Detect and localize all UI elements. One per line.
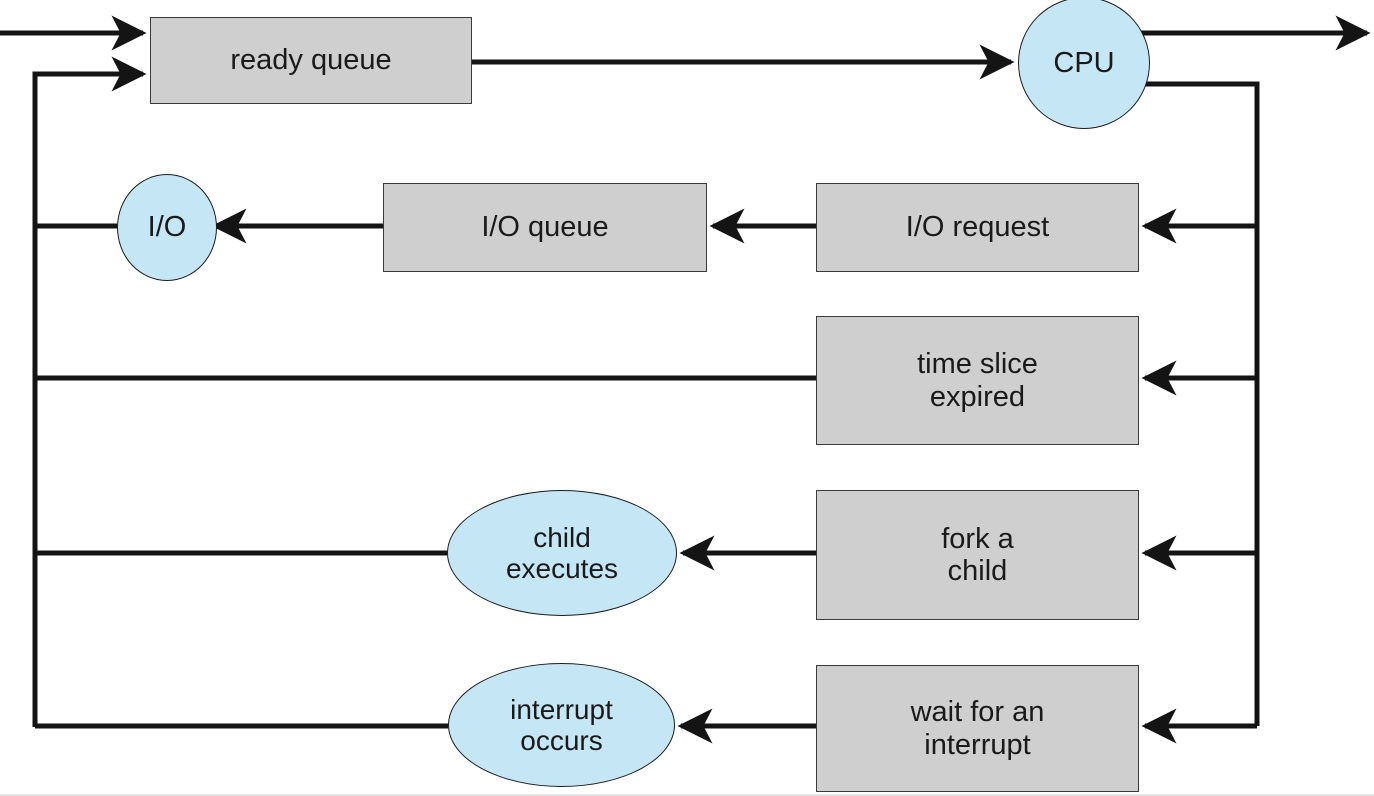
bottom-divider xyxy=(0,794,1374,796)
node-time-slice-expired[interactable]: time slice expired xyxy=(816,316,1139,445)
node-child-executes[interactable]: child executes xyxy=(447,490,677,616)
node-ready-queue-label: ready queue xyxy=(230,44,392,77)
node-time-slice-expired-label: time slice expired xyxy=(917,348,1038,413)
edge-cpu-to-right-spine xyxy=(1135,81,1260,726)
node-io-request[interactable]: I/O request xyxy=(816,183,1139,272)
node-interrupt-occurs[interactable]: interrupt occurs xyxy=(448,663,675,787)
node-ready-queue[interactable]: ready queue xyxy=(150,17,472,104)
node-io-label: I/O xyxy=(147,211,187,244)
node-io-queue-label: I/O queue xyxy=(481,211,609,244)
node-fork-a-child-label: fork a child xyxy=(941,522,1014,587)
node-io-queue[interactable]: I/O queue xyxy=(383,183,707,272)
node-cpu-label: CPU xyxy=(1053,46,1115,79)
node-io-request-label: I/O request xyxy=(905,211,1050,244)
node-wait-for-an-interrupt-label: wait for an interrupt xyxy=(910,696,1045,761)
node-fork-a-child[interactable]: fork a child xyxy=(816,490,1139,620)
edge-left-spine-to-ready-queue xyxy=(32,56,147,727)
node-interrupt-occurs-label: interrupt occurs xyxy=(510,693,613,756)
node-wait-for-an-interrupt[interactable]: wait for an interrupt xyxy=(816,665,1139,792)
node-io[interactable]: I/O xyxy=(117,174,217,281)
node-child-executes-label: child executes xyxy=(505,521,619,584)
node-cpu[interactable]: CPU xyxy=(1018,0,1150,129)
